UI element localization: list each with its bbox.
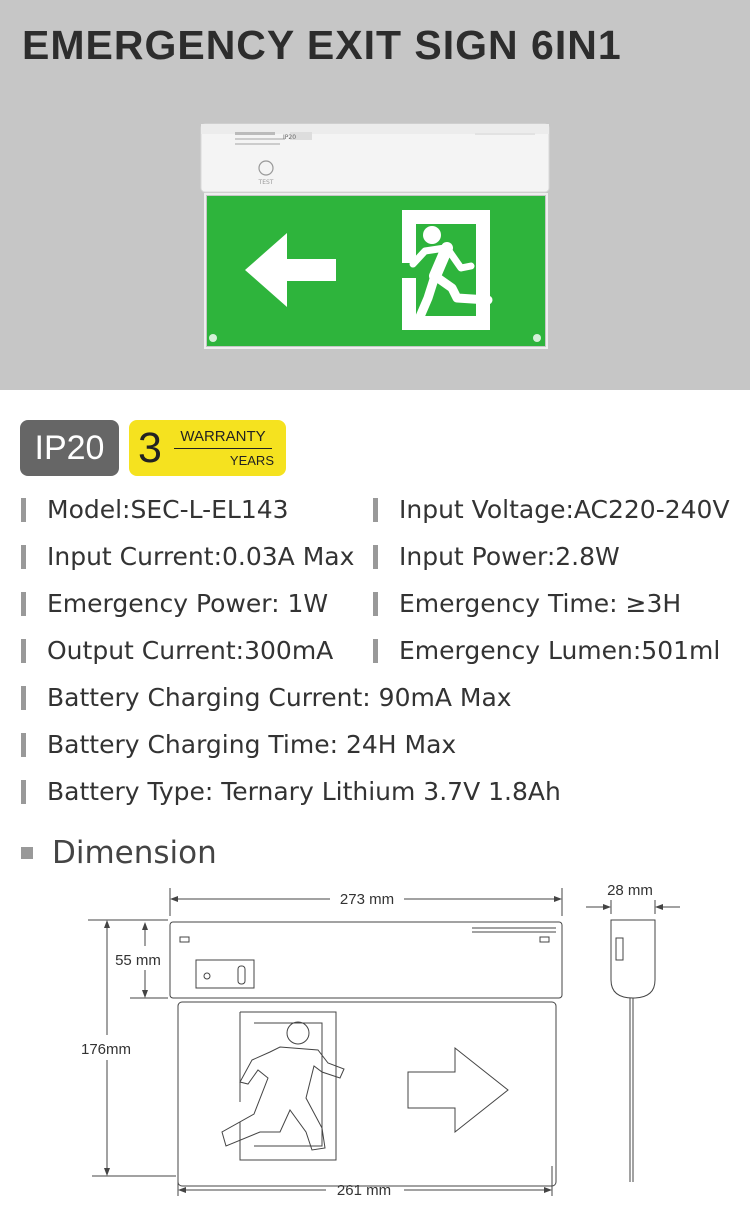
spec-input-voltage: Input Voltage:AC220-240V: [373, 495, 730, 524]
exit-sign-image: TEST IP20: [200, 123, 550, 349]
dimension-heading: Dimension: [21, 835, 217, 871]
dim-height-total: 176mm: [81, 1041, 131, 1058]
spec-output-current: Output Current:300mA: [20, 636, 334, 665]
spec-emergency-time: Emergency Time: ≥3H: [372, 589, 682, 618]
dim-height-housing: 55 mm: [115, 952, 161, 969]
warranty-badge: 3 WARRANTY YEARS: [129, 420, 286, 476]
dim-width-top: 273 mm: [340, 891, 394, 908]
svg-text:TEST: TEST: [258, 179, 274, 186]
spec-battery-type: Battery Type: Ternary Lithium 3.7V 1.8Ah: [21, 777, 561, 806]
arrow-left-icon: [245, 233, 336, 307]
spec-model: Model:SEC-L-EL143: [21, 495, 289, 524]
exit-door-icon: [402, 210, 490, 330]
spec-battery-charging-current: Battery Charging Current: 90mA Max: [21, 683, 512, 712]
spec-emergency-power: Emergency Power: 1W: [20, 589, 329, 618]
test-button: TEST: [258, 160, 274, 186]
warranty-years-number: 3: [138, 424, 162, 472]
svg-text:IP20: IP20: [283, 134, 296, 141]
spec-input-power: Input Power:2.8W: [373, 542, 620, 571]
spec-input-current: Input Current:0.03A Max: [20, 542, 355, 571]
dim-width-bottom: 261 mm: [337, 1182, 391, 1199]
dim-depth: 28 mm: [607, 882, 653, 899]
spec-emergency-lumen: Emergency Lumen:501ml: [372, 636, 721, 665]
ip-rating-badge: IP20: [20, 420, 119, 476]
warranty-years-label: YEARS: [229, 453, 274, 468]
dimension-drawing: 273 mm 261 mm 55 mm 176mm 28 mm: [81, 882, 680, 1199]
spec-battery-charging-time: Battery Charging Time: 24H Max: [20, 730, 457, 759]
running-man-icon: [409, 226, 493, 324]
warranty-label: WARRANTY: [174, 428, 272, 449]
page-title: EMERGENCY EXIT SIGN 6IN1: [22, 22, 622, 68]
